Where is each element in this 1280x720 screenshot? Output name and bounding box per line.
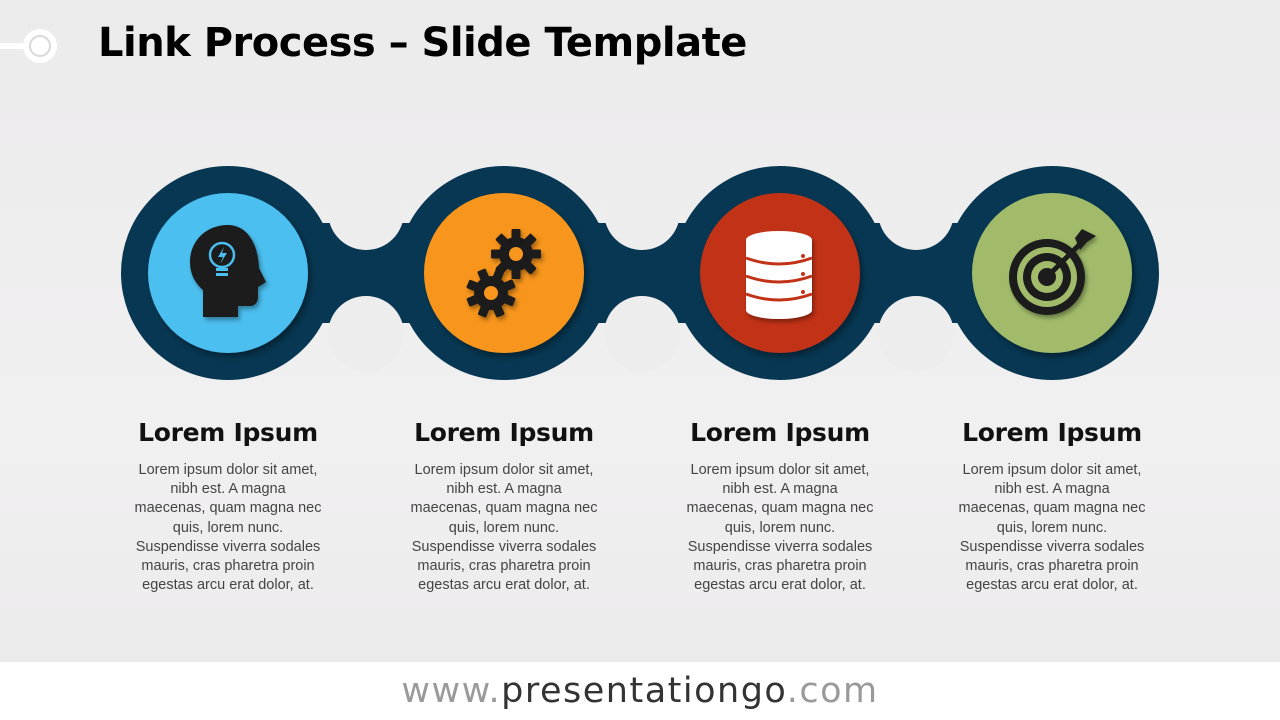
step-description: Lorem ipsum dolor sit amet, nibh est. A … — [379, 461, 629, 595]
link-notch-top-3 — [878, 174, 954, 250]
slide-title: Link Process – Slide Template — [98, 20, 747, 66]
footer: www.presentationgo.com — [0, 662, 1280, 720]
link-process-diagram — [121, 166, 1159, 380]
pin-decoration — [0, 29, 57, 63]
description-line: nibh est. A magna — [722, 481, 838, 498]
step-description: Lorem ipsum dolor sit amet, nibh est. A … — [927, 461, 1177, 595]
description-line: mauris, cras pharetra proin — [141, 558, 315, 575]
description-line: Suspendisse viverra sodales — [411, 538, 597, 555]
link-notch-top-2 — [604, 174, 680, 250]
description-line: mauris, cras pharetra proin — [693, 558, 867, 575]
description-line: Lorem ipsum dolor sit amet, — [138, 462, 318, 478]
footer-url-suffix: .com — [786, 671, 879, 711]
footer-url[interactable]: www.presentationgo.com — [401, 671, 878, 711]
database-icon — [745, 231, 813, 319]
description-line: quis, lorem nunc. — [996, 519, 1108, 536]
description-line: mauris, cras pharetra proin — [965, 558, 1139, 575]
step-4: Lorem Ipsum Lorem ipsum dolor sit amet, … — [927, 418, 1177, 595]
step-1: Lorem Ipsum Lorem ipsum dolor sit amet, … — [103, 418, 353, 595]
description-line: maecenas, quam magna nec — [134, 500, 322, 517]
step-3: Lorem Ipsum Lorem ipsum dolor sit amet, … — [655, 418, 905, 595]
description-line: maecenas, quam magna nec — [686, 500, 874, 517]
description-line: egestas arcu erat dolor, at. — [966, 577, 1138, 594]
step-circle-2 — [424, 193, 584, 353]
link-notch-top-1 — [328, 174, 404, 250]
description-line: maecenas, quam magna nec — [958, 500, 1146, 517]
link-notch-bottom-1 — [328, 296, 404, 372]
gears-icon — [466, 229, 541, 318]
link-notch-bottom-3 — [878, 296, 954, 372]
description-line: Suspendisse viverra sodales — [959, 538, 1145, 555]
link-notch-bottom-2 — [604, 296, 680, 372]
slide: Link Process – Slide Template — [0, 20, 1177, 595]
description-line: quis, lorem nunc. — [172, 519, 284, 536]
footer-url-domain: presentationgo — [501, 671, 787, 711]
step-heading: Lorem Ipsum — [690, 418, 870, 447]
description-line: nibh est. A magna — [994, 481, 1110, 498]
description-line: egestas arcu erat dolor, at. — [142, 577, 314, 594]
step-heading: Lorem Ipsum — [138, 418, 318, 447]
head-lightbulb-icon — [190, 225, 266, 317]
description-line: egestas arcu erat dolor, at. — [694, 577, 866, 594]
description-line: nibh est. A magna — [170, 481, 286, 498]
description-line: Suspendisse viverra sodales — [135, 538, 321, 555]
description-line: nibh est. A magna — [446, 481, 562, 498]
description-line: quis, lorem nunc. — [724, 519, 836, 536]
target-arrow-icon — [1009, 229, 1096, 315]
step-2: Lorem Ipsum Lorem ipsum dolor sit amet, … — [379, 418, 629, 595]
description-line: Suspendisse viverra sodales — [687, 538, 873, 555]
description-line: Lorem ipsum dolor sit amet, — [962, 462, 1142, 478]
step-heading: Lorem Ipsum — [962, 418, 1142, 447]
footer-url-prefix: www. — [401, 671, 502, 711]
step-description: Lorem ipsum dolor sit amet, nibh est. A … — [103, 461, 353, 595]
description-line: mauris, cras pharetra proin — [417, 558, 591, 575]
description-line: quis, lorem nunc. — [448, 519, 560, 536]
description-line: Lorem ipsum dolor sit amet, — [414, 462, 594, 478]
description-line: egestas arcu erat dolor, at. — [418, 577, 590, 594]
step-description: Lorem ipsum dolor sit amet, nibh est. A … — [655, 461, 905, 595]
description-line: Lorem ipsum dolor sit amet, — [690, 462, 870, 478]
description-line: maecenas, quam magna nec — [410, 500, 598, 517]
step-heading: Lorem Ipsum — [414, 418, 594, 447]
